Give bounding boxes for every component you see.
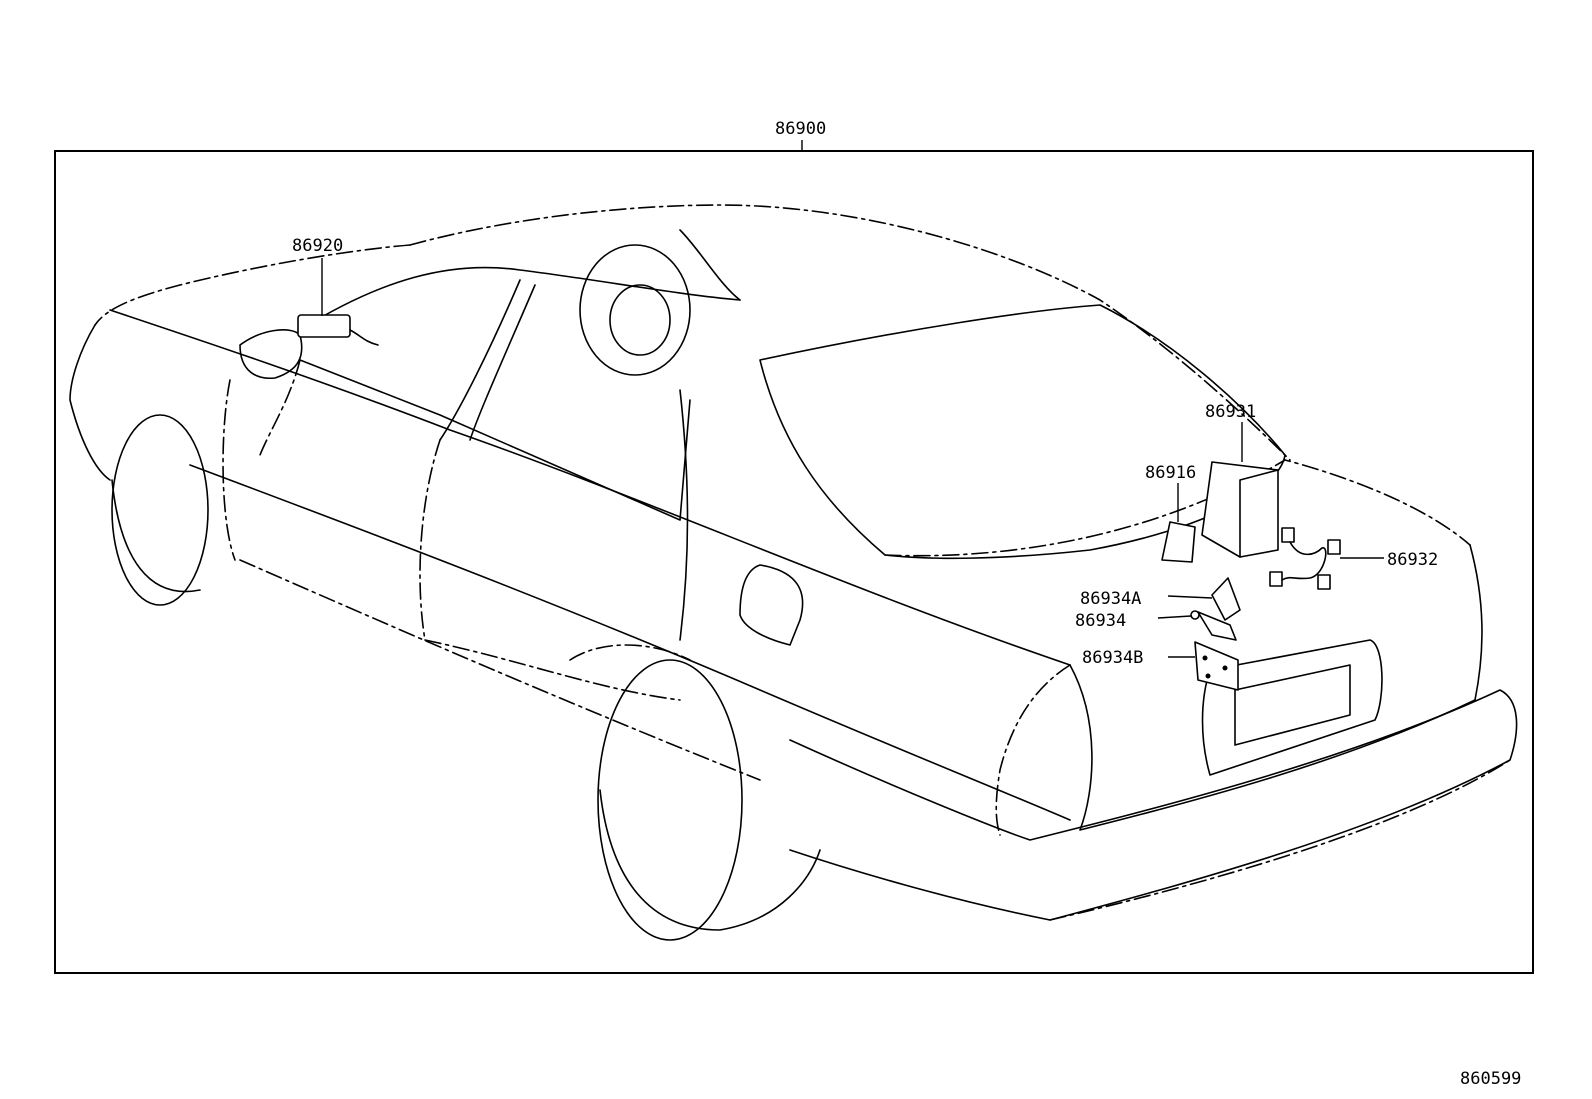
part-86934A-bracket xyxy=(1167,577,1241,621)
part-86932-harness xyxy=(1269,527,1384,590)
part-86920-module xyxy=(297,258,379,346)
part-86934-stay xyxy=(1157,610,1237,641)
part-86931-box xyxy=(1201,422,1279,558)
callout-86934A: 86934A xyxy=(1080,589,1141,609)
part-86916-box xyxy=(1161,483,1196,563)
part-86934B-bracket xyxy=(1168,641,1239,691)
figure-code: 860599 xyxy=(1460,1069,1521,1089)
callout-86920: 86920 xyxy=(292,236,343,256)
car-illustration xyxy=(69,204,1518,941)
callout-86934: 86934 xyxy=(1075,611,1126,631)
diagram-frame xyxy=(54,150,1534,974)
callout-86932: 86932 xyxy=(1387,550,1438,570)
callout-86934B: 86934B xyxy=(1082,648,1143,668)
callout-86916: 86916 xyxy=(1145,463,1196,483)
callout-86931: 86931 xyxy=(1205,402,1256,422)
assembly-label: 86900 xyxy=(775,119,826,139)
